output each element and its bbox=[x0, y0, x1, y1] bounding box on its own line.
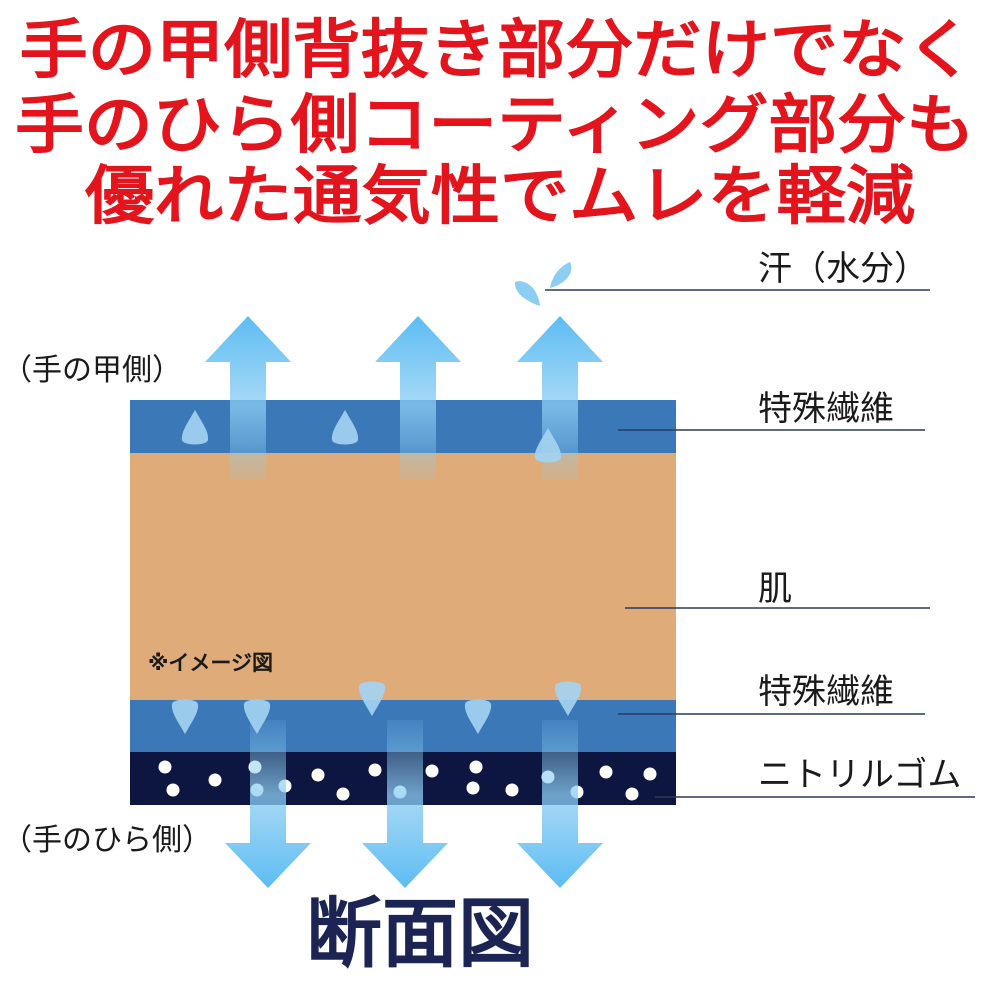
water-drop-icon bbox=[331, 410, 359, 445]
water-drop-icon bbox=[358, 681, 386, 716]
label-sweat: 汗（水分） bbox=[758, 249, 928, 289]
leader-lines bbox=[545, 289, 975, 798]
arrow-up-icon bbox=[205, 316, 291, 480]
pore-dot bbox=[368, 763, 382, 777]
arrow-down-icon bbox=[362, 720, 448, 888]
pore-dot bbox=[625, 787, 639, 801]
arrow-down-icon bbox=[517, 720, 603, 888]
pore-dot bbox=[208, 773, 222, 787]
water-drop-icon bbox=[554, 681, 582, 716]
pore-dot bbox=[425, 764, 439, 778]
pore-dot bbox=[311, 768, 325, 782]
pore-dot bbox=[158, 760, 172, 774]
pore-dot bbox=[466, 781, 480, 795]
caption-cross-section: 断面図 bbox=[306, 889, 534, 978]
label-fiber-bottom: 特殊繊維 bbox=[758, 672, 894, 712]
pore-dot bbox=[166, 783, 180, 797]
arrow-down-icon bbox=[225, 720, 311, 888]
water-drop-icon bbox=[181, 410, 209, 445]
headline-line-1: 手の甲側背抜き部分だけでなく bbox=[20, 14, 975, 88]
headline-line-2: 手のひら側コーティング部分も bbox=[15, 89, 975, 163]
sweat-splash-icon bbox=[550, 262, 572, 288]
pore-dot bbox=[336, 787, 350, 801]
water-drop-icon bbox=[464, 699, 492, 734]
arrow-up-icon bbox=[375, 316, 461, 480]
pore-dot bbox=[469, 760, 483, 774]
sweat-splash-icon bbox=[514, 281, 540, 306]
image-note: ※イメージ図 bbox=[148, 651, 273, 675]
headline-line-3: 優れた通気性でムレを軽減 bbox=[84, 160, 915, 234]
label-back-side: （手の甲側） bbox=[2, 353, 182, 388]
pore-dot bbox=[505, 783, 519, 797]
water-drop-icon bbox=[171, 699, 199, 734]
arrow-up-icon bbox=[517, 316, 603, 480]
skin-layer bbox=[130, 453, 676, 700]
label-fiber-top: 特殊繊維 bbox=[758, 389, 894, 429]
water-drop-icon bbox=[243, 699, 271, 734]
label-palm-side: （手のひら側） bbox=[2, 823, 212, 858]
label-nitrile: ニトリルゴム bbox=[758, 755, 961, 795]
water-drop-icon bbox=[534, 428, 562, 463]
pore-dot bbox=[643, 767, 657, 781]
label-skin: 肌 bbox=[758, 569, 792, 609]
pore-dot bbox=[599, 765, 613, 779]
